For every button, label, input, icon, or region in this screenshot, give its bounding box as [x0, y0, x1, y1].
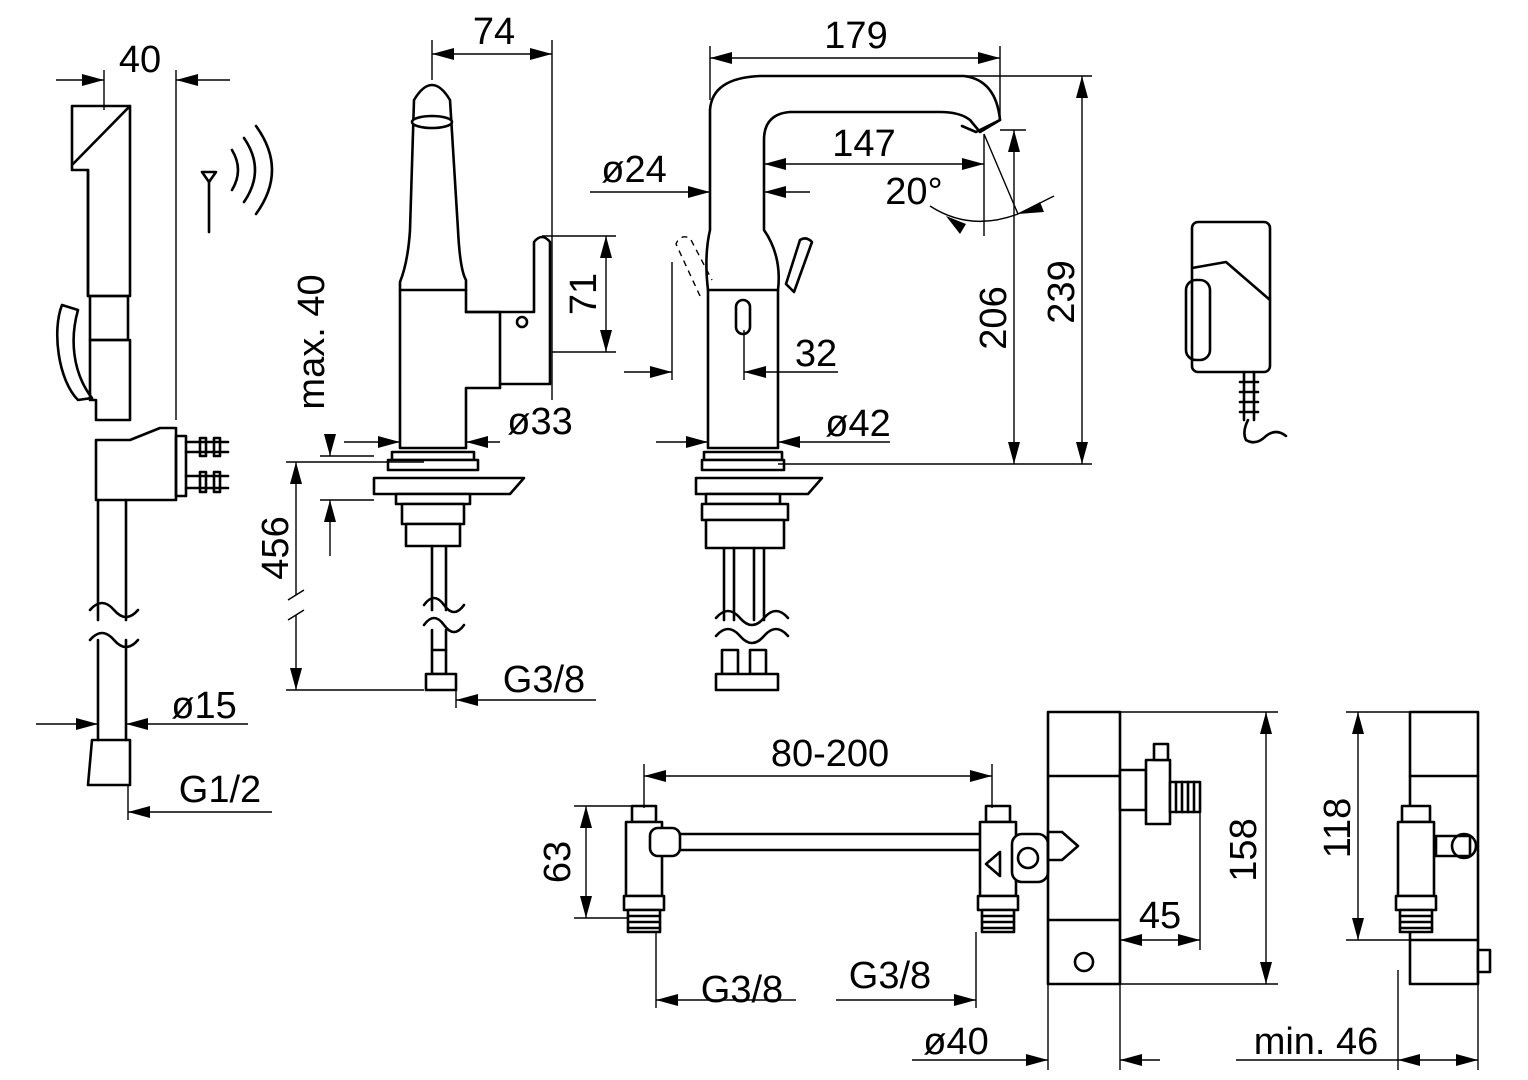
faucet-front-view [675, 74, 1002, 692]
dim-valve-spacing: 80-200 [771, 733, 889, 775]
sensor-unit-view [1184, 220, 1288, 444]
dim-hose-diameter: ø15 [171, 685, 236, 727]
dim-total-height: 239 [1041, 260, 1083, 323]
dim-base-diameter-side: ø33 [507, 401, 572, 443]
dim-spout-inner-reach: 147 [832, 123, 895, 165]
dimension-labels: 40 ø15 G1/2 74 71 max. 40 ø33 456 G3/8 1… [119, 11, 1378, 1063]
faucet-side-view [372, 83, 552, 692]
dimension-lines [36, 40, 1479, 1070]
dim-hand-shower-width: 40 [119, 39, 161, 81]
valve-assembly-view [622, 804, 1080, 934]
dim-outlet-height: 206 [973, 286, 1015, 349]
dim-sensor-offset: 32 [795, 333, 837, 375]
dim-box-height: 158 [1223, 818, 1265, 881]
dim-hose-thread: G1/2 [179, 769, 261, 811]
dim-spout-angle: 20° [885, 171, 942, 213]
dim-box-side-height: 118 [1317, 798, 1359, 859]
dim-hose-length: 456 [255, 516, 297, 579]
dim-spout-projection-side: 74 [473, 11, 515, 53]
hand-shower-view [56, 104, 230, 787]
radio-signal-icon [200, 124, 274, 234]
dim-box-depth: 45 [1139, 895, 1181, 937]
dim-min-clearance: min. 46 [1254, 1021, 1379, 1063]
dim-thread-left: G3/8 [701, 969, 783, 1011]
dim-max-deck-thickness: max. 40 [291, 274, 333, 409]
control-box-side [1394, 710, 1492, 986]
dim-box-diameter: ø40 [923, 1021, 988, 1063]
dim-inlet-thread-side: G3/8 [503, 659, 585, 701]
control-box-front [1046, 710, 1202, 986]
dim-base-diameter-front: ø42 [825, 403, 890, 445]
dim-valve-height: 63 [537, 841, 579, 883]
dim-spout-reach: 179 [824, 15, 887, 57]
dim-lever-height: 71 [563, 273, 605, 315]
dim-thread-right: G3/8 [849, 955, 931, 997]
dim-body-diameter-top: ø24 [601, 149, 666, 191]
